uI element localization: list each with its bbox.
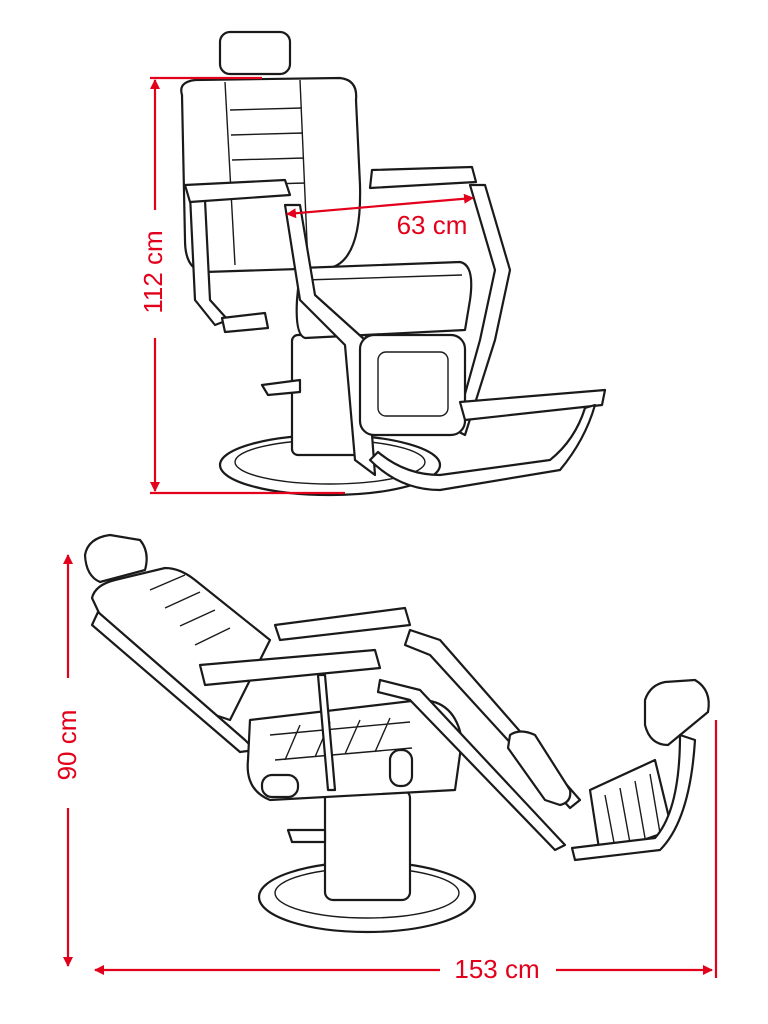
reclined-length-dimension: 153 cm [94, 720, 718, 984]
reclined-right-knob [388, 748, 414, 788]
height-label-90: 90 cm [52, 710, 82, 781]
front-right-frame [453, 183, 512, 437]
length-label-153: 153 cm [454, 954, 539, 984]
reclined-leg-panel [506, 730, 572, 807]
reclined-near-armrest [198, 648, 382, 687]
height-label-112: 112 cm [138, 230, 168, 313]
upright-width-dimension: 63 cm [286, 193, 474, 240]
reclined-left-knob [260, 773, 300, 799]
headrest [218, 30, 292, 76]
reclined-height-dimension: 90 cm [52, 554, 82, 967]
upright-height-dimension: 112 cm [138, 76, 345, 495]
reclined-far-armrest [273, 606, 412, 642]
footrest-panel [358, 333, 467, 437]
reclined-footrest-cushion [643, 678, 710, 747]
reclined-near-frame [376, 678, 567, 852]
width-label-63: 63 cm [397, 210, 468, 240]
reclined-headrest [83, 533, 148, 584]
recline-lever-reclined [316, 673, 337, 792]
reclined-chair-drawing [83, 533, 710, 934]
recline-lever [220, 311, 270, 334]
reclined-pedestal [323, 788, 412, 902]
footrest-bracket [368, 403, 597, 492]
reclined-pump-pedal [286, 828, 327, 844]
upright-chair-drawing [180, 30, 607, 497]
right-armrest [368, 165, 478, 190]
seat [295, 260, 473, 340]
reclined-footrest-bracket [570, 733, 697, 862]
front-left-frame [283, 203, 377, 477]
pump-pedal [260, 378, 302, 397]
footrest [458, 388, 607, 422]
